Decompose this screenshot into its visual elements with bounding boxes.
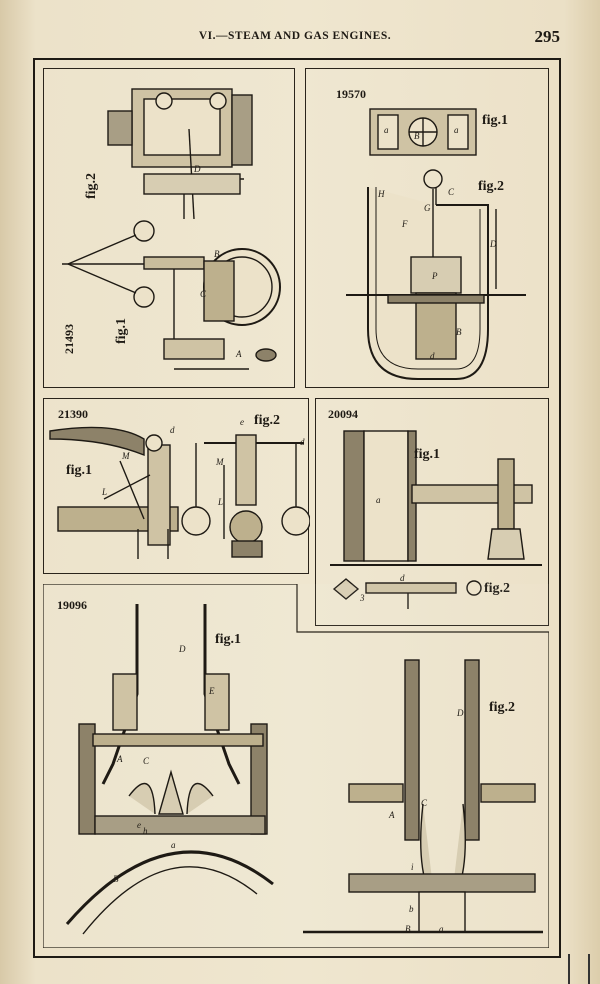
part-letter: P: [432, 271, 438, 281]
patent-number: 19570: [336, 87, 366, 101]
part-letter: B: [414, 131, 420, 141]
part-letter: a: [171, 840, 176, 850]
part-letter: C: [200, 289, 207, 299]
part-letter: 3: [360, 593, 365, 603]
part-letter: C: [143, 756, 150, 766]
part-letter: B: [405, 924, 411, 934]
part-letter: A: [117, 754, 123, 764]
fig-label: fig.1: [114, 317, 129, 344]
part-letter: A: [389, 810, 395, 820]
fig-label: fig.2: [484, 581, 511, 596]
part-letter: C: [421, 798, 428, 808]
part-letter: a: [439, 924, 444, 934]
part-letter: a: [384, 125, 389, 135]
part-letter: L: [102, 487, 108, 497]
valve-illustration: [346, 108, 526, 380]
fig-label: fig.1: [215, 632, 242, 647]
engine-governor-illustration: [62, 88, 281, 370]
fig-label: fig.1: [66, 463, 93, 478]
part-letter: G: [424, 203, 431, 213]
part-letter: d: [430, 351, 435, 361]
part-letter: a: [376, 495, 381, 505]
part-letter: i: [411, 862, 414, 872]
patent-number: 21493: [62, 324, 76, 354]
page-header: VI.—STEAM AND GAS ENGINES. 295: [30, 27, 561, 52]
part-letter: h: [143, 826, 148, 836]
panel-19570: 19570 fig.1 fig.2 a B a H C F G D P B d: [305, 68, 549, 388]
part-letter: M: [122, 451, 130, 461]
part-letter: B: [456, 327, 462, 337]
fig-label: fig.2: [478, 179, 505, 194]
part-letter: E: [209, 686, 215, 696]
part-letter: b: [409, 904, 414, 914]
panel-19096: 19096 fig.1 fig.2 D E A C a B e h D A C …: [43, 584, 549, 948]
page-edge-mark: [568, 954, 590, 984]
part-letter: H: [378, 189, 385, 199]
part-letter: e: [137, 820, 141, 830]
part-letter: D: [457, 708, 464, 718]
panel-20094: 20094 fig.1 fig.2 a d 3: [315, 398, 549, 626]
part-letter: e: [240, 417, 244, 427]
panel-21493: fig.2 fig.1 21493 D C B A: [43, 68, 295, 388]
pump-illustration: [49, 426, 310, 559]
part-letter: L: [218, 497, 224, 507]
page-number: 295: [534, 27, 561, 46]
part-letter: d: [300, 437, 305, 447]
running-title: VI.—STEAM AND GAS ENGINES.: [198, 30, 392, 42]
part-letter: B: [214, 249, 220, 259]
engraving-plate: fig.2 fig.1 21493 D C B A: [33, 58, 561, 958]
patent-number: 19096: [57, 598, 87, 612]
panel-21390: 21390 fig.1 fig.2 d M L e d M L: [43, 398, 310, 574]
part-letter: M: [216, 457, 224, 467]
part-letter: a: [454, 125, 459, 135]
fig-label: fig.1: [482, 113, 509, 128]
part-letter: F: [402, 219, 408, 229]
fig-label: fig.2: [84, 172, 99, 199]
fig-label: fig.2: [489, 700, 516, 715]
exhaust-nozzle-illustration: [43, 584, 549, 948]
patent-number: 21390: [58, 407, 88, 421]
part-letter: d: [400, 573, 405, 583]
fig-label: fig.2: [254, 413, 281, 428]
part-letter: B: [113, 874, 119, 884]
part-letter: d: [170, 425, 175, 435]
part-letter: D: [194, 164, 201, 174]
part-letter: D: [490, 239, 497, 249]
patent-number: 20094: [328, 407, 358, 421]
part-letter: C: [448, 187, 455, 197]
part-letter: A: [236, 349, 242, 359]
part-letter: D: [179, 644, 186, 654]
injector-illustration: [330, 430, 542, 609]
fig-label: fig.1: [414, 447, 441, 462]
